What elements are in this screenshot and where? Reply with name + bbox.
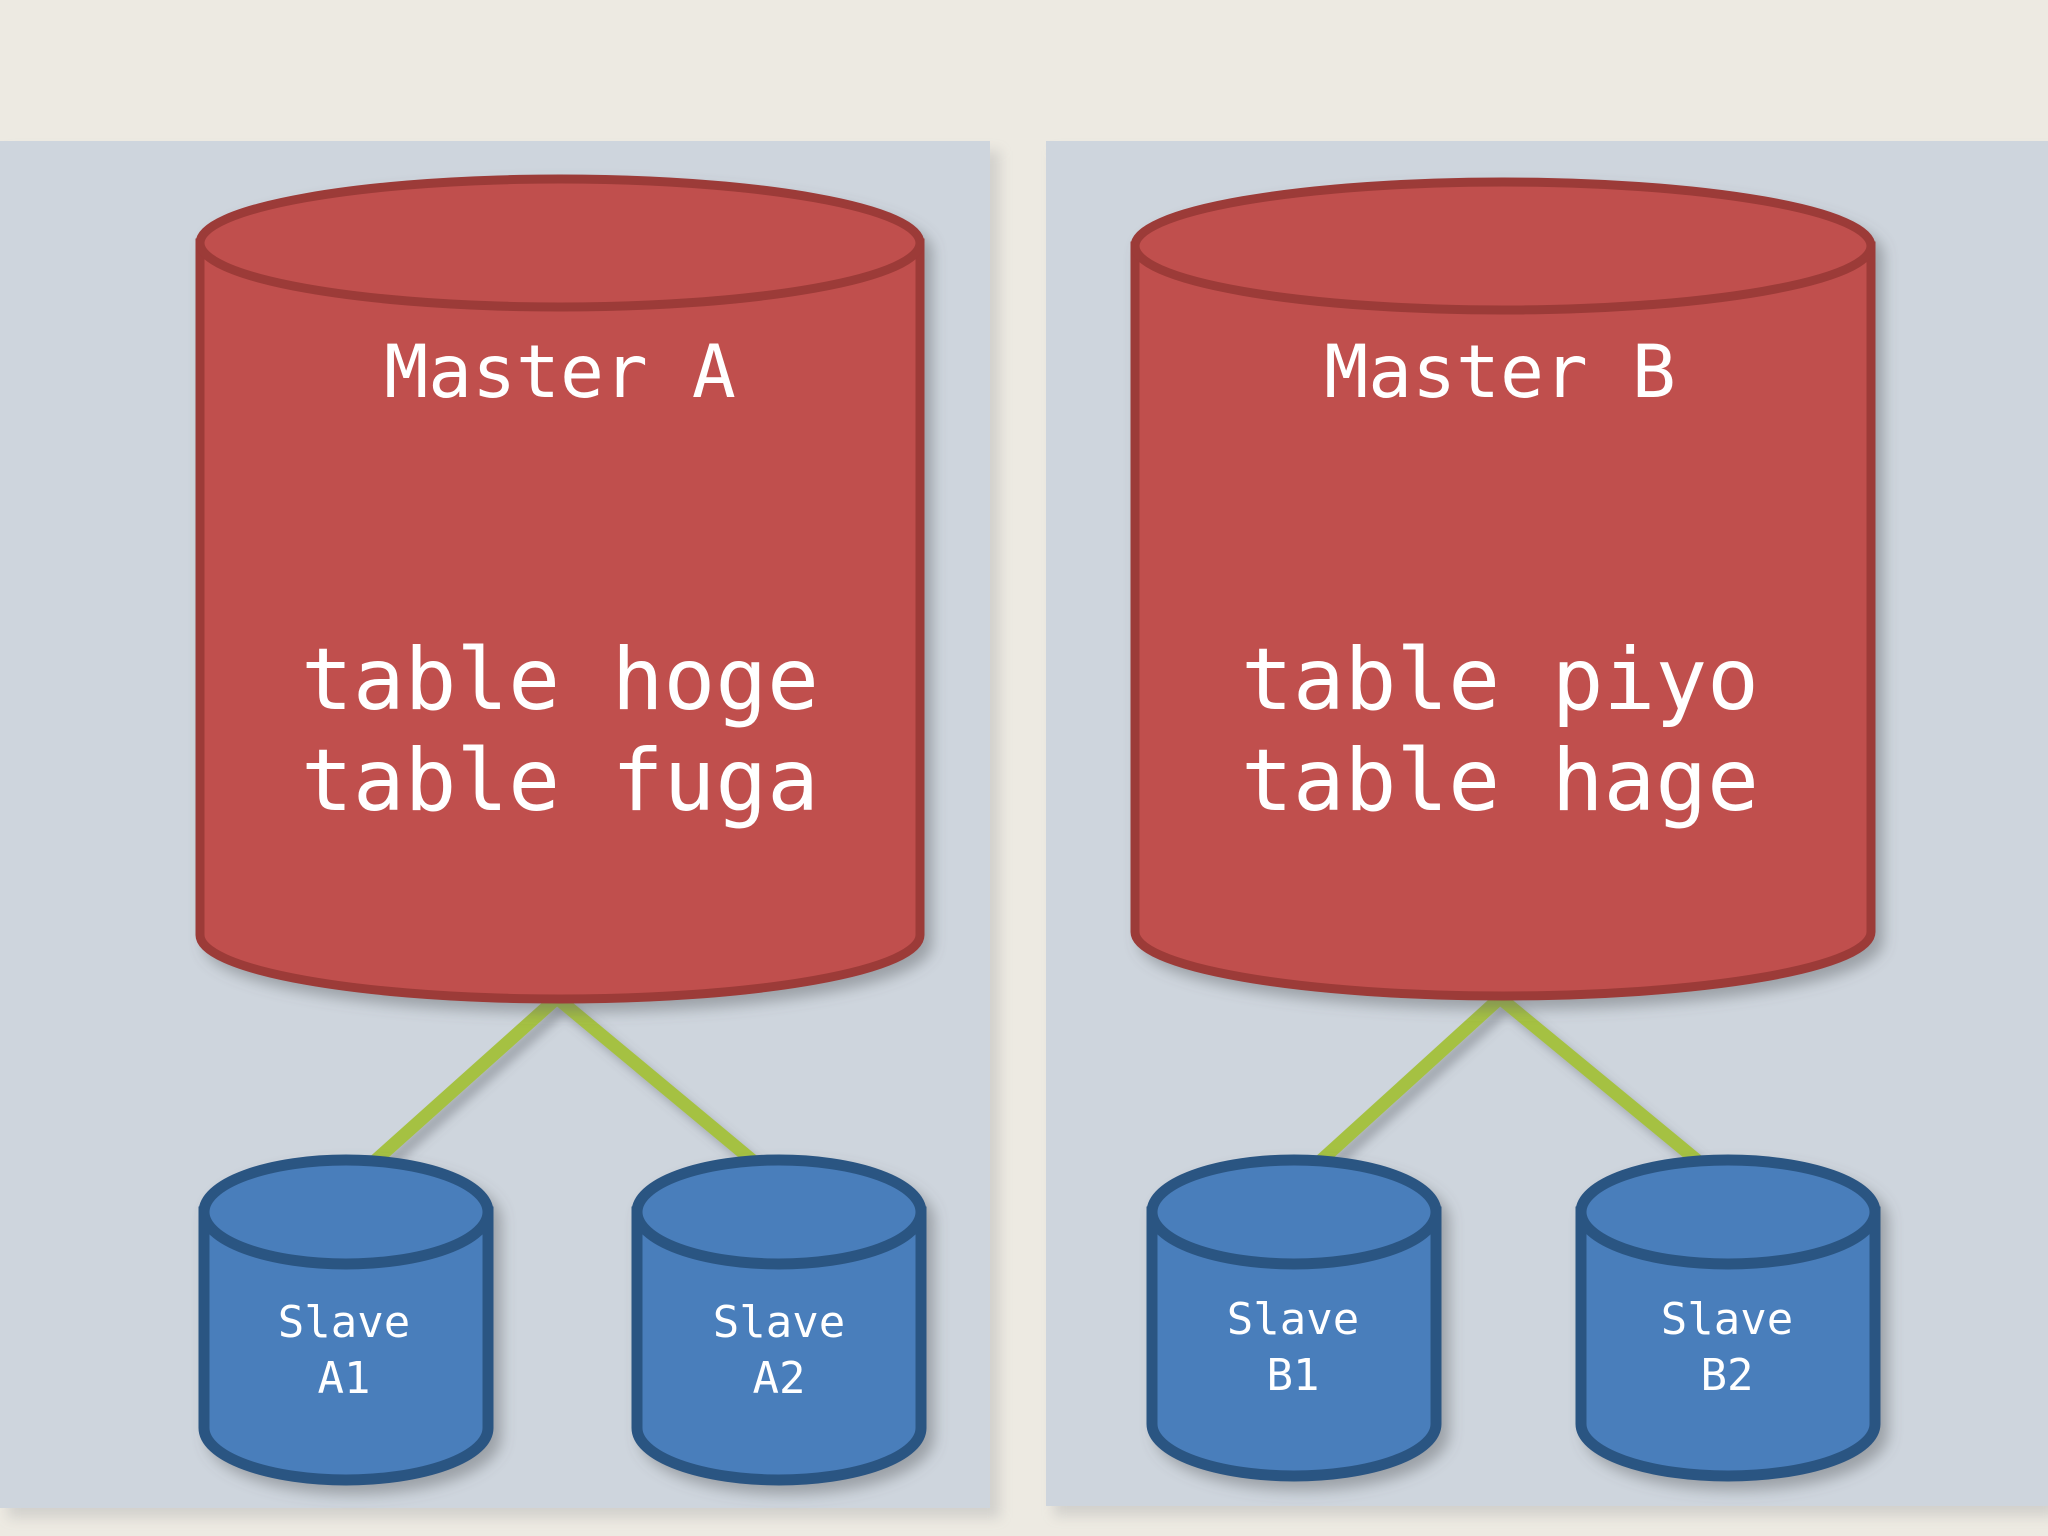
connector-group-a bbox=[341, 991, 789, 1192]
connector-group-b bbox=[1287, 991, 1734, 1192]
connector-master-a-to-slave-a1 bbox=[341, 991, 564, 1192]
slave-b2-cylinder bbox=[1575, 1154, 1881, 1482]
master-b-cylinder bbox=[1130, 177, 1876, 1001]
master-a-cylinder bbox=[195, 174, 925, 1004]
connector-master-b-to-slave-b2 bbox=[1493, 991, 1734, 1192]
connector-master-a-to-slave-a2 bbox=[550, 991, 789, 1192]
slave-b1-cylinder bbox=[1146, 1154, 1442, 1482]
slave-a2-cylinder bbox=[631, 1154, 927, 1486]
slave-a1-cylinder bbox=[198, 1154, 494, 1486]
connector-master-b-to-slave-b1 bbox=[1287, 991, 1507, 1192]
